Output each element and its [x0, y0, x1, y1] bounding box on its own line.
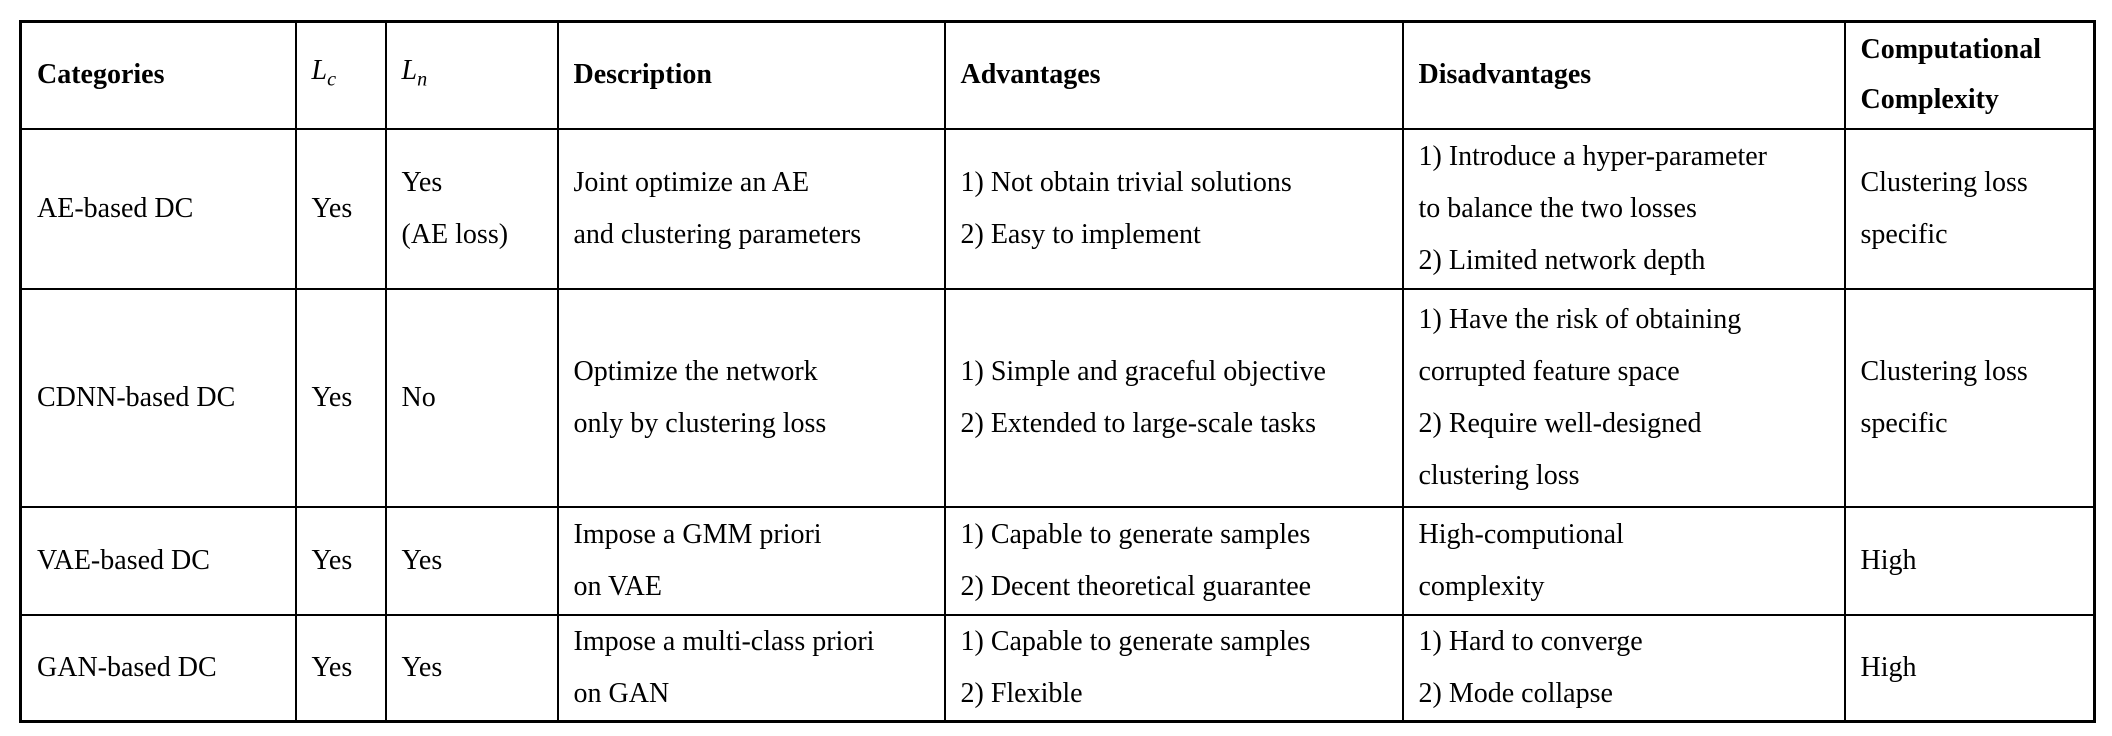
- cell-category: AE-based DC: [19, 127, 297, 290]
- header-advantages: Advantages: [943, 20, 1404, 130]
- cell-ln: No: [384, 287, 559, 508]
- header-clustering-loss: Lc: [294, 20, 387, 130]
- header-advantages-label: Advantages: [960, 59, 1101, 91]
- lc-value: Yes: [311, 544, 353, 576]
- table-row-ae-based-dc: AE-based DC Yes Yes(AE loss) Joint optim…: [19, 127, 2096, 290]
- deep-clustering-comparison-table: Categories Lc Ln Description Advantages …: [19, 20, 2096, 723]
- header-row: Categories Lc Ln Description Advantages …: [19, 20, 2096, 130]
- ln-symbol: Ln: [401, 54, 428, 91]
- table-row-gan-based-dc: GAN-based DC Yes Yes Impose a multi-clas…: [19, 613, 2096, 722]
- complexity-text: High: [1860, 651, 1917, 683]
- complexity-text: High: [1860, 544, 1917, 576]
- cell-category: GAN-based DC: [19, 613, 297, 722]
- lc-value: Yes: [311, 381, 353, 413]
- category-text: AE-based DC: [37, 192, 194, 224]
- ln-value: Yes(AE loss): [401, 166, 509, 250]
- cell-ln: Yes: [384, 613, 559, 722]
- cell-complexity: High: [1843, 613, 2096, 722]
- lc-symbol: Lc: [311, 54, 337, 91]
- header-categories-label: Categories: [37, 59, 165, 91]
- cell-category: CDNN-based DC: [19, 287, 297, 508]
- cell-lc: Yes: [294, 613, 387, 722]
- ln-value: No: [401, 381, 436, 413]
- cell-ln: Yes: [384, 505, 559, 616]
- category-text: CDNN-based DC: [37, 381, 236, 413]
- lc-value: Yes: [311, 192, 353, 224]
- cell-lc: Yes: [294, 127, 387, 290]
- category-text: GAN-based DC: [37, 651, 217, 683]
- header-categories: Categories: [19, 20, 297, 130]
- cell-lc: Yes: [294, 505, 387, 616]
- table-row-vae-based-dc: VAE-based DC Yes Yes Impose a GMM priori…: [19, 505, 2096, 616]
- header-disadvantages-label: Disadvantages: [1418, 59, 1592, 91]
- lc-value: Yes: [311, 651, 353, 683]
- header-description: Description: [556, 20, 946, 130]
- table-row-cdnn-based-dc: CDNN-based DC Yes No Optimize the networ…: [19, 287, 2096, 508]
- header-network-loss: Ln: [384, 20, 559, 130]
- ln-value: Yes: [401, 544, 443, 576]
- header-disadvantages: Disadvantages: [1401, 20, 1846, 130]
- cell-ln: Yes(AE loss): [384, 127, 559, 290]
- cell-category: VAE-based DC: [19, 505, 297, 616]
- ln-value: Yes: [401, 651, 443, 683]
- category-text: VAE-based DC: [37, 544, 210, 576]
- cell-complexity: High: [1843, 505, 2096, 616]
- cell-lc: Yes: [294, 287, 387, 508]
- header-description-label: Description: [573, 59, 712, 91]
